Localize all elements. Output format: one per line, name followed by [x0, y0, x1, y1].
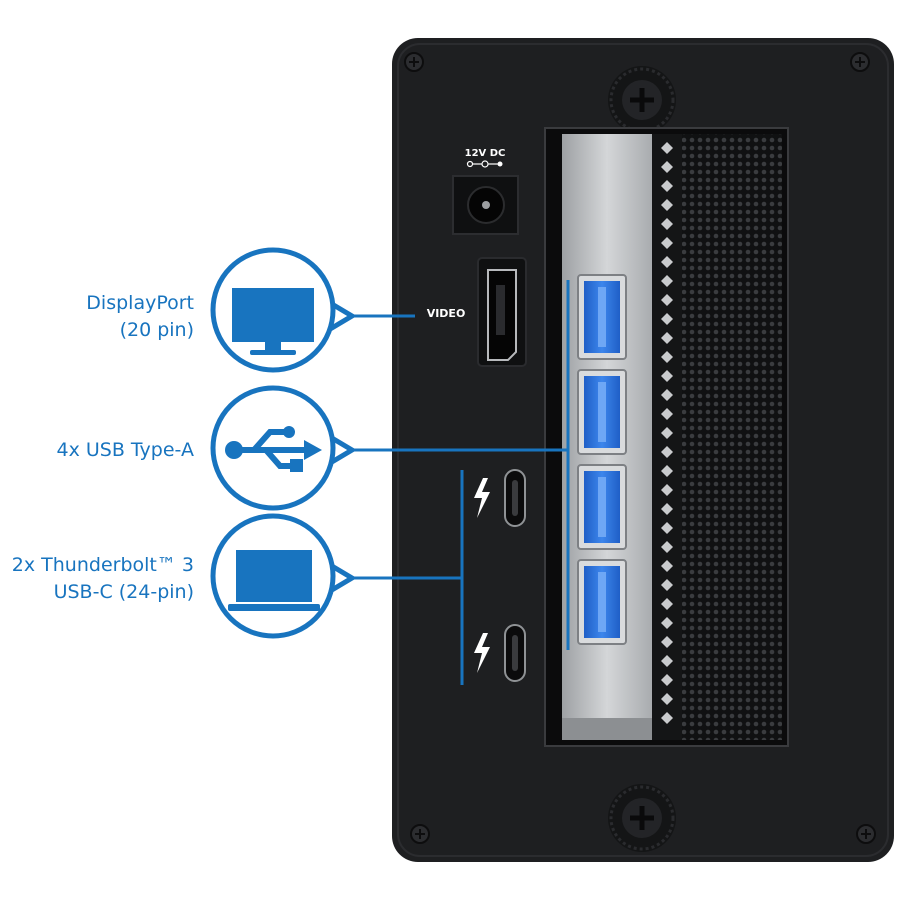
corner-screw — [404, 52, 424, 72]
callout-label-line: 2x Thunderbolt™ 3 — [11, 554, 194, 576]
power-label: 12V DC — [465, 148, 506, 159]
displayport-jack — [477, 257, 527, 367]
thumb-screw-top — [608, 66, 676, 134]
thunderbolt-icon — [474, 633, 490, 673]
bracket-cutout — [661, 237, 673, 249]
bracket-cutout — [661, 180, 673, 192]
bracket-cutout — [661, 294, 673, 306]
thunderbolt-icon — [474, 478, 490, 518]
usb-a-port — [577, 464, 627, 550]
thunderbolt-ports — [474, 469, 526, 682]
power-jack — [452, 175, 519, 235]
corner-screw — [850, 52, 870, 72]
bracket-cutout — [661, 142, 673, 154]
callout-label-line: (20 pin) — [119, 319, 194, 341]
bracket-cutout — [661, 674, 673, 686]
usb-a-ports — [577, 274, 627, 645]
bracket-cutout — [661, 351, 673, 363]
callout-label-thunderbolt: 2x Thunderbolt™ 3 USB-C (24-pin) — [12, 552, 194, 606]
bracket-cutout — [661, 370, 673, 382]
bracket-cutout — [661, 275, 673, 287]
callout-label-line: 4x USB Type-A — [56, 439, 195, 461]
bracket-cutout — [661, 427, 673, 439]
bracket-cutout — [661, 218, 673, 230]
bracket-cutout — [661, 332, 673, 344]
video-label: VIDEO — [427, 307, 466, 320]
callout-label-usb: 4x USB Type-A — [57, 437, 195, 464]
bracket-cutout — [661, 313, 673, 325]
bracket-cutout — [661, 522, 673, 534]
bracket-cutout — [661, 712, 673, 724]
monitor-icon — [232, 288, 314, 355]
bracket-cutout — [661, 636, 673, 648]
thunderbolt-port — [474, 624, 526, 682]
callout-label-line: USB-C (24-pin) — [53, 581, 194, 603]
bracket-cutout — [661, 389, 673, 401]
usb-icon — [225, 426, 322, 472]
callout-circle-thunderbolt — [210, 513, 357, 639]
bracket-cutout — [661, 256, 673, 268]
bracket-cutout — [661, 560, 673, 572]
bracket-cutout — [661, 503, 673, 515]
bracket-cutouts — [661, 142, 673, 724]
bracket-cutout — [661, 199, 673, 211]
usb-a-port — [577, 369, 627, 455]
bracket-cutout — [661, 693, 673, 705]
bracket-cutout — [661, 655, 673, 667]
bracket-cutout — [661, 617, 673, 629]
callout-label-displayport: DisplayPort (20 pin) — [86, 290, 194, 344]
usb-a-port — [577, 559, 627, 645]
bracket-cutout — [661, 598, 673, 610]
bracket-cutout — [661, 484, 673, 496]
corner-screw — [410, 824, 430, 844]
bracket-cutout — [661, 541, 673, 553]
callout-circle-displayport — [210, 247, 357, 373]
bracket-cutout — [661, 161, 673, 173]
thumb-screw-bottom — [608, 784, 676, 852]
vent-grille — [682, 134, 782, 740]
bracket-cutout — [661, 446, 673, 458]
polarity-symbol — [466, 160, 503, 168]
corner-screw — [856, 824, 876, 844]
bracket-cutout — [661, 408, 673, 420]
callout-circle-usb — [210, 385, 357, 511]
laptop-icon — [228, 550, 320, 611]
bracket-cutout — [661, 579, 673, 591]
bracket-cutout — [661, 465, 673, 477]
usb-a-port — [577, 274, 627, 360]
callout-connectors — [345, 280, 570, 685]
callout-label-line: DisplayPort — [86, 292, 194, 314]
thunderbolt-port — [474, 469, 526, 527]
